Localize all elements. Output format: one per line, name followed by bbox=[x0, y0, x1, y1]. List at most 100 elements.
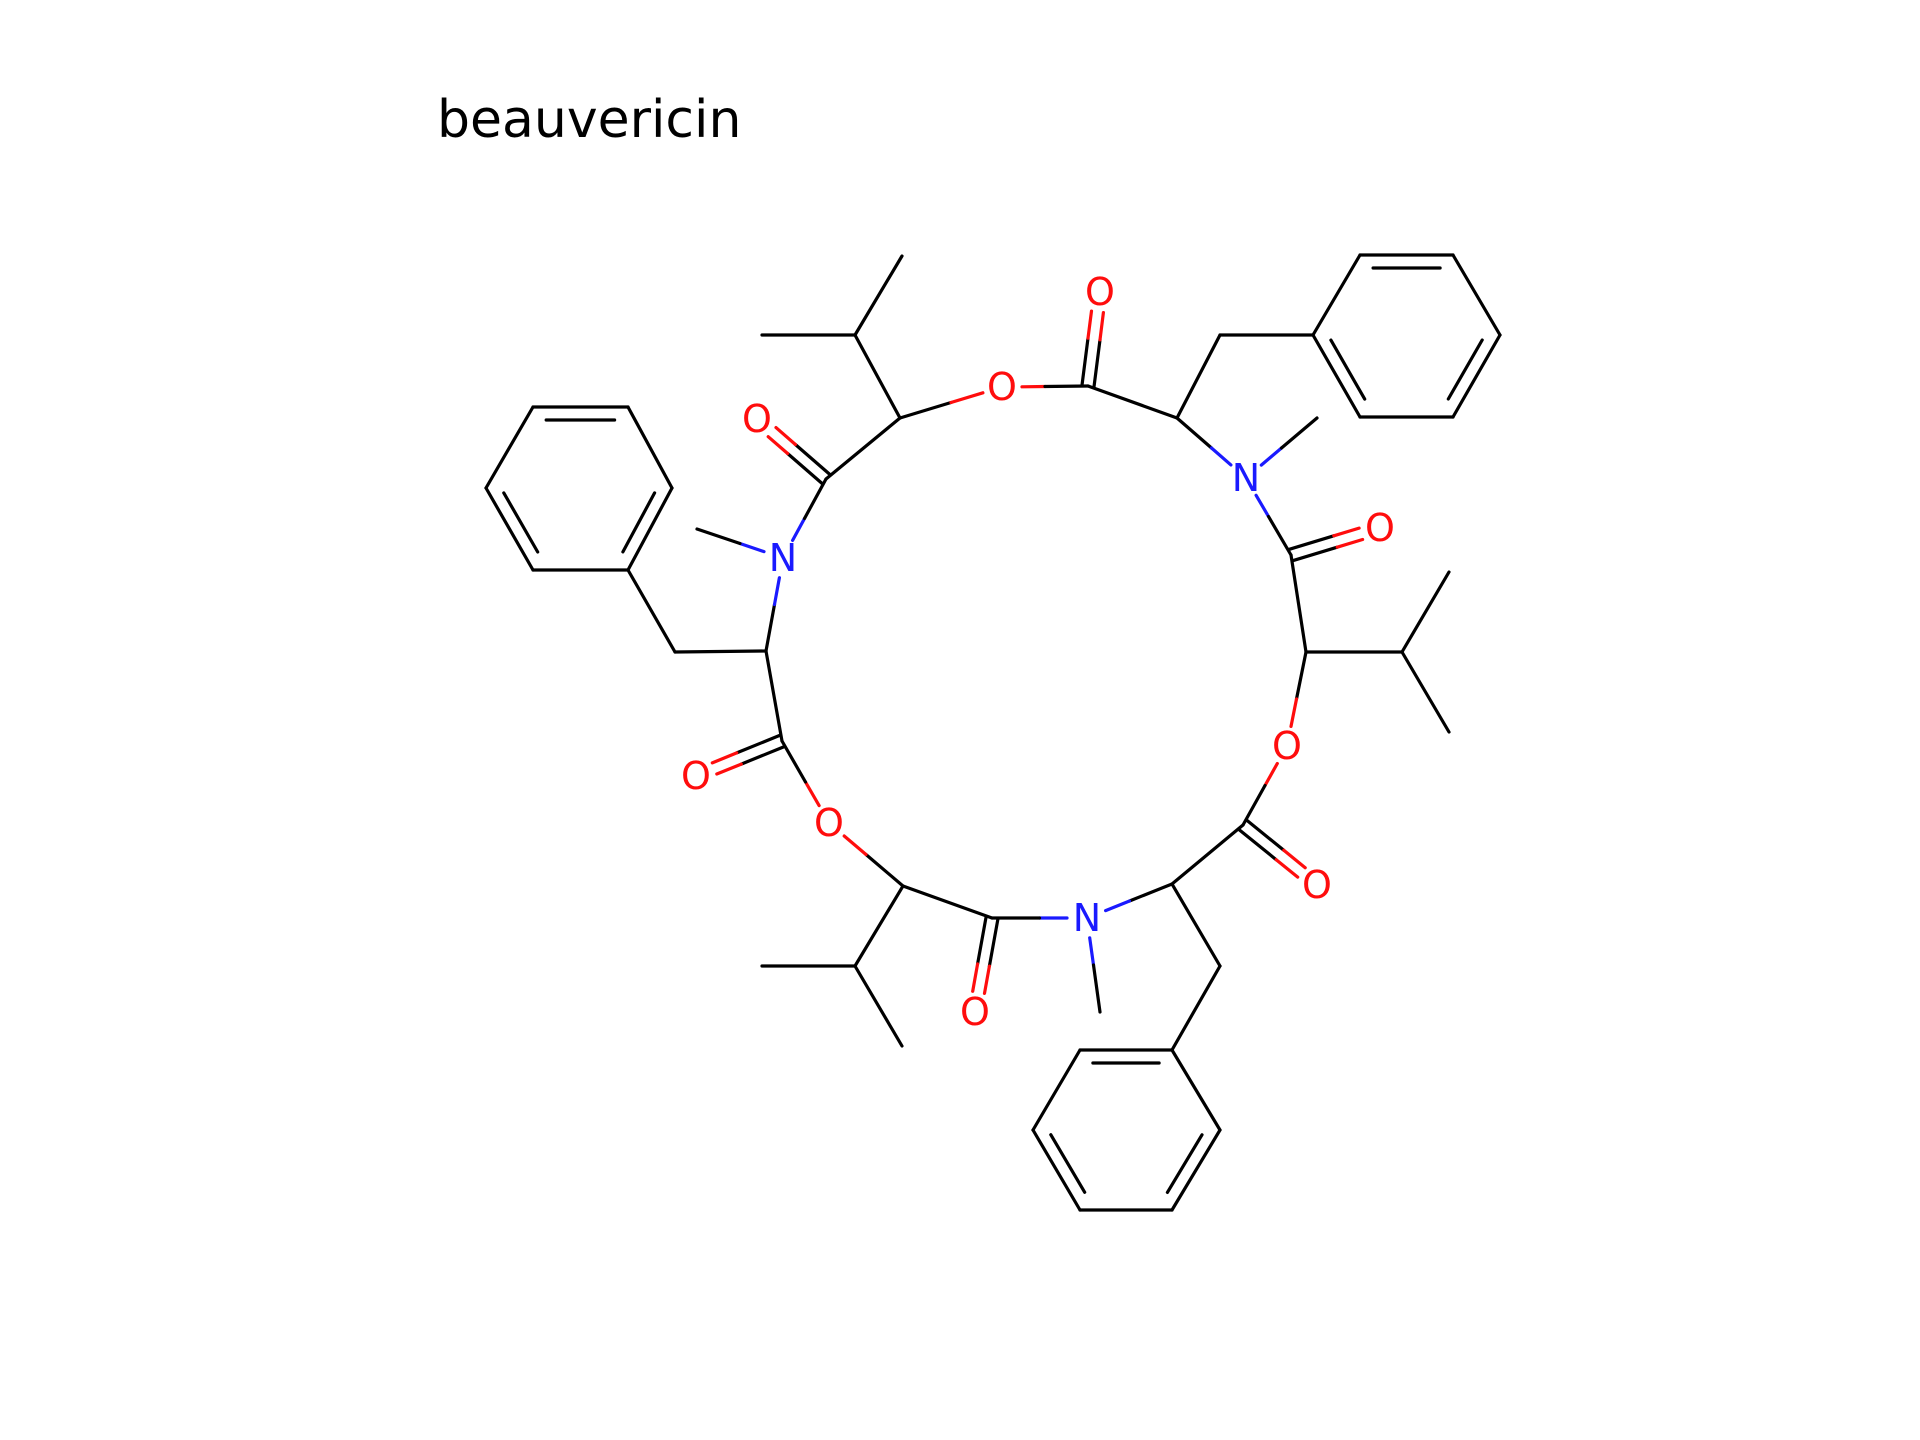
bond-rN1-rC3 bbox=[1266, 514, 1293, 557]
bond-rC9-rC10 bbox=[764, 649, 784, 743]
bond-rC9-cO5 bbox=[715, 762, 743, 776]
bond-p3c-p3d bbox=[484, 405, 535, 490]
bond-rC11-cO6 bbox=[766, 435, 790, 456]
nitrogen-atom-label: N bbox=[1232, 456, 1260, 500]
bond-p1f-p1a bbox=[1311, 333, 1362, 419]
bond-rN3-rC11 bbox=[802, 477, 828, 521]
bond-rC7-cO4 bbox=[982, 964, 992, 996]
oxygen-atom-label: O bbox=[742, 397, 772, 441]
bond-rC4-rO2 bbox=[1294, 650, 1308, 701]
bond-p2c-p2d bbox=[1031, 1128, 1082, 1212]
bond-i1a-i1b bbox=[853, 254, 904, 337]
bond-rC8-i3a bbox=[853, 884, 905, 968]
bond-rC7-cO4 bbox=[975, 915, 988, 966]
bond-i3a-i3c bbox=[853, 964, 904, 1048]
bond-rC5-cO3 bbox=[1282, 848, 1307, 870]
bond-rC5-rC6 bbox=[1170, 823, 1245, 886]
bond-p3f-p3a bbox=[626, 486, 674, 572]
oxygen-atom-label: O bbox=[987, 365, 1017, 409]
bond-rC12-rO1 bbox=[898, 400, 953, 420]
bond-rC5-cO3 bbox=[1237, 828, 1278, 862]
oxygen-atom-label: O bbox=[960, 990, 990, 1034]
bond-rC10-rN3 bbox=[764, 602, 777, 653]
bond-rC3-rC4 bbox=[1289, 553, 1308, 654]
oxygen-atom-label: O bbox=[1302, 863, 1332, 907]
bond-rC9-cO5 bbox=[710, 751, 739, 765]
bond-rC7-rC8 bbox=[901, 884, 994, 920]
oxygen-atom-label: O bbox=[1365, 506, 1395, 550]
bond-rC1-rC2 bbox=[1086, 384, 1179, 420]
bond-rN2-m2 bbox=[1091, 963, 1102, 1014]
bond-rN3-m3 bbox=[695, 527, 742, 546]
bond-rC6-b2 bbox=[1170, 882, 1222, 968]
bond-p1f-p1a-inner bbox=[1329, 338, 1367, 401]
bond-rC3-cO2 bbox=[1332, 526, 1361, 538]
bond-rC1-cO1 bbox=[1080, 336, 1090, 387]
bond-rN1-m1 bbox=[1279, 416, 1319, 450]
bond-rC2-rN1 bbox=[1175, 416, 1214, 450]
bond-b2-p2a bbox=[1170, 964, 1222, 1052]
bond-rN3-m3 bbox=[738, 541, 766, 554]
bond-lines bbox=[484, 253, 1502, 1212]
bond-p1d-p1e-inner bbox=[1446, 338, 1484, 401]
bond-rC9-cO5 bbox=[735, 733, 782, 755]
bond-rC2-rN1 bbox=[1209, 446, 1233, 467]
nitrogen-atom-label: N bbox=[769, 536, 797, 580]
bond-rC3-cO2 bbox=[1335, 537, 1365, 549]
bond-p2e-p2f bbox=[1170, 1128, 1222, 1212]
bond-p3b-p3c bbox=[484, 486, 535, 572]
molecule-title: beauvericin bbox=[437, 90, 742, 150]
bond-p3e-p3f bbox=[626, 405, 674, 490]
bond-rO3-rC9 bbox=[780, 739, 808, 784]
bond-rC10-rN3 bbox=[772, 576, 782, 607]
nitrogen-atom-label: N bbox=[1073, 896, 1101, 940]
bond-p3b-p3c-inner bbox=[502, 491, 540, 554]
bond-p2e-p2f-inner bbox=[1165, 1133, 1204, 1195]
bond-rC11-cO6 bbox=[793, 442, 832, 477]
bond-rC9-cO5 bbox=[739, 744, 786, 766]
bond-b3-p3a bbox=[626, 568, 677, 654]
oxygen-atom-label: O bbox=[681, 754, 711, 798]
oxygen-atom-label: O bbox=[1085, 270, 1115, 314]
bond-rC8-rO3 bbox=[864, 852, 905, 888]
bond-rO2-rC5 bbox=[1263, 761, 1279, 788]
bond-rC3-cO2 bbox=[1287, 534, 1336, 551]
bond-p3f-p3a-inner bbox=[621, 491, 657, 554]
bond-rC8-rO3 bbox=[842, 834, 868, 857]
bond-rC6-rN2 bbox=[1103, 899, 1132, 913]
bond-rC1-cO1 bbox=[1092, 338, 1102, 389]
bond-p1a-p1b bbox=[1311, 253, 1362, 337]
bond-rC11-rC12 bbox=[824, 416, 902, 481]
bond-rC11-cO6 bbox=[785, 451, 824, 486]
bond-rC1-cO1 bbox=[1086, 309, 1094, 340]
bond-p2b-p2c bbox=[1031, 1048, 1082, 1132]
bond-p2c-p2d-inner bbox=[1049, 1133, 1087, 1194]
bond-p1c-p1d bbox=[1451, 253, 1502, 337]
bond-rN1-rC3 bbox=[1254, 493, 1271, 519]
bond-rC1-cO1 bbox=[1098, 311, 1106, 342]
bond-p1d-p1e bbox=[1451, 333, 1502, 419]
bond-p2f-p2a bbox=[1170, 1048, 1222, 1132]
bond-rO2-rC5 bbox=[1241, 783, 1267, 827]
bond-rC12-rO1 bbox=[949, 391, 985, 405]
bond-rC2-b1 bbox=[1175, 333, 1222, 420]
bond-i2a-i2b bbox=[1400, 570, 1451, 654]
bond-rC10-b3 bbox=[673, 649, 768, 654]
bond-rC6-rN2 bbox=[1127, 882, 1174, 903]
oxygen-atom-label: O bbox=[814, 801, 844, 845]
oxygen-atom-label: O bbox=[1272, 724, 1302, 768]
bond-rC4-rO2 bbox=[1289, 697, 1299, 729]
bond-rN3-rC11 bbox=[790, 516, 807, 543]
bond-rC5-cO3 bbox=[1245, 818, 1286, 852]
bond-rO3-rC9 bbox=[803, 780, 821, 808]
bond-rC5-cO3 bbox=[1274, 858, 1300, 879]
bond-rC12-i1a bbox=[853, 333, 902, 420]
bond-rC3-cO2 bbox=[1291, 545, 1339, 563]
bond-rC7-cO4 bbox=[971, 962, 980, 993]
bond-i2a-i2c bbox=[1400, 650, 1451, 734]
atom-labels: O N O N O N O O O O O O bbox=[681, 270, 1395, 1034]
bond-rN2-m2 bbox=[1088, 936, 1096, 967]
bond-rN1-m1 bbox=[1259, 446, 1284, 467]
bond-rC11-cO6 bbox=[774, 426, 798, 447]
